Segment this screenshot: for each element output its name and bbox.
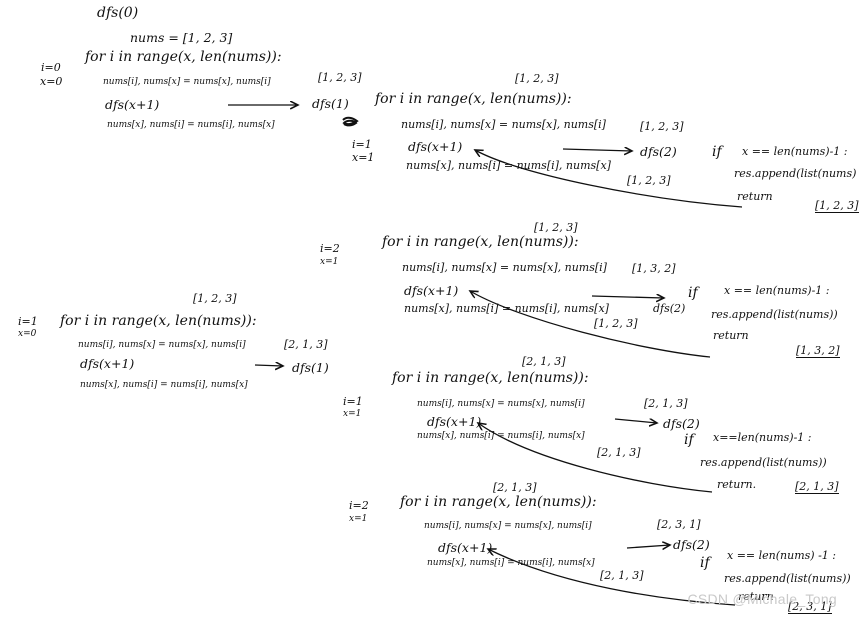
b1-loop: for i in range(x, len(nums)):	[375, 91, 572, 107]
b1-recurse: dfs(x+1)	[408, 139, 463, 154]
b4-state-after: [2, 3, 1]	[657, 518, 701, 531]
b2-return: return	[713, 329, 749, 342]
b3-state-back: [2, 1, 3]	[597, 446, 641, 459]
b1-if: if	[712, 144, 722, 160]
b2-state-after: [1, 3, 2]	[632, 262, 676, 275]
b2-callee: dfs(2)	[653, 302, 686, 315]
b1-state-after: [1, 2, 3]	[640, 120, 684, 133]
b2-append: res.append(list(nums))	[711, 308, 838, 321]
root-swap2: nums[x], nums[i] = nums[i], nums[x]	[107, 120, 275, 130]
root-var-x: x=0	[40, 75, 63, 88]
b1-result: [1, 2, 3]	[815, 199, 859, 213]
b1-cond: x == len(nums)-1 :	[742, 145, 848, 158]
return-curve-b1	[475, 150, 743, 208]
call-arrow-b3	[614, 418, 657, 423]
b2-var-x: x=1	[320, 257, 339, 267]
return-curve-b4	[488, 549, 736, 606]
b3-recurse: dfs(x+1)	[427, 414, 482, 429]
b3-return: return.	[717, 478, 757, 491]
b4-swap1: nums[i], nums[x] = nums[x], nums[i]	[424, 521, 592, 531]
b2-var-i: i=2	[320, 242, 340, 255]
b4-state-top: [2, 1, 3]	[493, 481, 537, 494]
watermark: CSDN @Michale_Tong	[687, 591, 837, 607]
b2-if: if	[688, 285, 698, 301]
b4-state-back: [2, 1, 3]	[600, 569, 644, 582]
b3-loop: for i in range(x, len(nums)):	[392, 370, 589, 386]
b3-cond: x==len(nums)-1 :	[713, 431, 812, 444]
call-arrow-b1	[562, 149, 632, 151]
b2-loop: for i in range(x, len(nums)):	[382, 234, 579, 250]
b4-result: [2, 3, 1]	[788, 600, 832, 614]
b4-var-i: i=2	[349, 499, 369, 512]
b3-var-i: i=1	[343, 395, 363, 408]
b4-var-x: x=1	[349, 514, 368, 524]
b4-callee: dfs(2)	[673, 537, 710, 552]
call-arrow-left2	[254, 365, 283, 366]
call-arrow-b4	[626, 545, 670, 548]
b2-swap2: nums[x], nums[i] = nums[i], nums[x]	[404, 302, 609, 315]
root-nums-init: nums = [1, 2, 3]	[130, 30, 233, 45]
b1-var-x: x=1	[352, 151, 375, 164]
b1-swap1: nums[i], nums[x] = nums[x], nums[i]	[401, 118, 606, 131]
root-swap1: nums[i], nums[x] = nums[x], nums[i]	[103, 77, 271, 87]
b3-callee: dfs(2)	[663, 416, 700, 431]
scribble-mark	[342, 116, 359, 127]
root-loop: for i in range(x, len(nums)):	[85, 49, 282, 65]
b1-callee: dfs(2)	[640, 144, 677, 159]
left2-state: [1, 2, 3]	[193, 292, 237, 305]
b2-state-top: [1, 2, 3]	[534, 221, 578, 234]
b3-state-top: [2, 1, 3]	[522, 355, 566, 368]
root-call-label: dfs(0)	[97, 5, 139, 21]
b3-swap2: nums[x], nums[i] = nums[i], nums[x]	[417, 431, 585, 441]
b4-if: if	[700, 555, 710, 571]
b2-cond: x == len(nums)-1 :	[724, 284, 830, 297]
left2-state-after: [2, 1, 3]	[284, 338, 328, 351]
b4-loop: for i in range(x, len(nums)):	[400, 494, 597, 510]
b2-recurse: dfs(x+1)	[404, 283, 459, 298]
b3-if: if	[684, 432, 694, 448]
b2-swap1: nums[i], nums[x] = nums[x], nums[i]	[402, 261, 607, 274]
b3-var-x: x=1	[343, 409, 362, 419]
root-state: [1, 2, 3]	[318, 71, 362, 84]
call-arrow-b2	[591, 296, 664, 298]
b2-result: [1, 3, 2]	[796, 344, 840, 358]
b2-state-back: [1, 2, 3]	[594, 317, 638, 330]
b4-swap2: nums[x], nums[i] = nums[i], nums[x]	[427, 558, 595, 568]
left2-loop: for i in range(x, len(nums)):	[60, 313, 257, 329]
return-curve-b2	[470, 291, 711, 358]
left2-swap1: nums[i], nums[x] = nums[x], nums[i]	[78, 340, 246, 350]
b4-recurse: dfs(x+1)	[438, 540, 493, 555]
root-var-i: i=0	[41, 61, 61, 74]
b1-append: res.append(list(nums)	[734, 167, 857, 180]
b4-cond: x == len(nums) -1 :	[727, 549, 836, 562]
b3-swap1: nums[i], nums[x] = nums[x], nums[i]	[417, 399, 585, 409]
left2-recurse: dfs(x+1)	[80, 356, 135, 371]
root-callee: dfs(1)	[312, 96, 349, 111]
b3-state-after: [2, 1, 3]	[644, 397, 688, 410]
left2-swap2: nums[x], nums[i] = nums[i], nums[x]	[80, 380, 248, 390]
b1-swap2: nums[x], nums[i] = nums[i], nums[x]	[406, 159, 611, 172]
left2-var-x: x=0	[18, 329, 37, 339]
b1-state-top: [1, 2, 3]	[515, 72, 559, 85]
b3-result: [2, 1, 3]	[795, 480, 839, 494]
b3-append: res.append(list(nums))	[700, 456, 827, 469]
left2-var-i: i=1	[18, 315, 38, 328]
b4-append: res.append(list(nums))	[724, 572, 851, 585]
left2-callee: dfs(1)	[292, 360, 329, 375]
b1-var-i: i=1	[352, 138, 372, 151]
b1-return: return	[737, 190, 773, 203]
b1-state-back: [1, 2, 3]	[627, 174, 671, 187]
root-recurse: dfs(x+1)	[105, 97, 160, 112]
return-curve-b3	[478, 423, 713, 493]
b4-return: return	[738, 590, 774, 603]
